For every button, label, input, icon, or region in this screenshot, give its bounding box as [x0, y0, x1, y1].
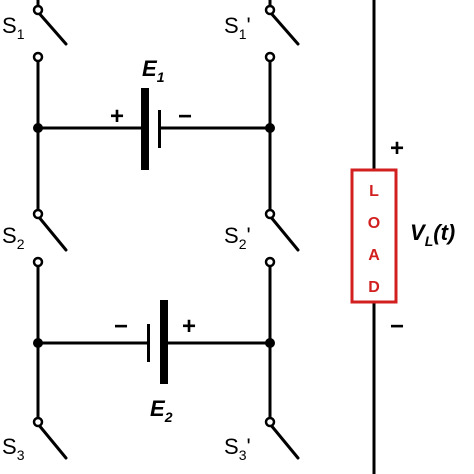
load-minus-sign: −: [390, 313, 404, 340]
switch-s1-blade: [36, 10, 68, 46]
junction-e2-right: [265, 338, 275, 348]
load-letter-1: L: [369, 183, 379, 200]
switch-s1p-contact-top: [264, 4, 276, 16]
wires: [36, 0, 376, 474]
switch-s2-blade: [36, 214, 68, 252]
e2-minus-sign: −: [114, 313, 128, 340]
e2-plus-sign: +: [182, 313, 196, 340]
switch-s3-contact-top: [32, 416, 44, 428]
switch-contacts: [32, 4, 276, 428]
junctions: [33, 123, 275, 348]
load-voltage-label: VL(t): [410, 220, 455, 249]
batteries: [141, 88, 168, 384]
switch-s3-blade: [36, 422, 68, 460]
switch-s2-contact-bottom: [32, 256, 44, 268]
label-e1: E1: [142, 56, 165, 85]
e1-minus-sign: −: [178, 103, 192, 130]
switch-s1-contact-bottom: [32, 51, 44, 63]
label-s3: S3: [2, 434, 25, 463]
battery-e1-negative-plate: [158, 110, 161, 148]
load-letter-3: A: [368, 247, 380, 264]
switch-s1-contact-top: [32, 4, 44, 16]
switch-s3p-blade: [268, 422, 300, 460]
switch-s1p-blade: [268, 10, 300, 46]
switch-s3p-contact-top: [264, 416, 276, 428]
label-s2p: S2': [224, 223, 251, 252]
switch-s2p-blade: [268, 214, 300, 252]
label-s2: S2: [2, 223, 25, 252]
junction-e2-left: [33, 338, 43, 348]
switch-s2-contact-top: [32, 208, 44, 220]
label-s1: S1: [2, 13, 25, 42]
battery-e2-positive-plate: [160, 300, 168, 384]
switch-blades: [36, 10, 300, 460]
load-box: [350, 168, 398, 304]
junction-e1-left: [33, 123, 43, 133]
e1-plus-sign: +: [110, 103, 124, 130]
switch-s2p-contact-top: [264, 208, 276, 220]
switch-s2p-contact-bottom: [264, 256, 276, 268]
switch-s1p-contact-bottom: [264, 51, 276, 63]
battery-e2-negative-plate: [147, 324, 150, 362]
load-letter-2: O: [368, 215, 380, 232]
junction-e1-right: [265, 123, 275, 133]
label-s3p: S3': [224, 434, 251, 463]
load-plus-sign: +: [390, 135, 404, 162]
load-letter-4: D: [368, 279, 380, 296]
label-e2: E2: [150, 396, 173, 425]
battery-e1-positive-plate: [141, 88, 149, 170]
label-s1p: S1': [224, 13, 251, 42]
